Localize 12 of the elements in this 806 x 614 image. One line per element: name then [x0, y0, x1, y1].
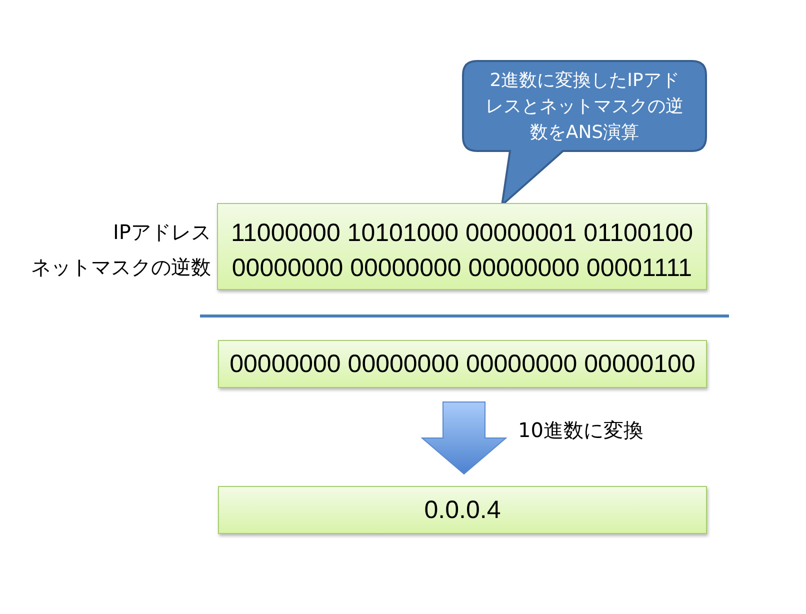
binary-number: 11000000 10101000 00000001 01100100: [230, 218, 694, 249]
binary-number: 00000000 00000000 00000000 00001111: [232, 253, 692, 284]
value-box: [218, 486, 707, 534]
block-arrow: [420, 402, 508, 475]
row-label: IPアドレス: [113, 219, 211, 246]
decimal-address: 0.0.0.4: [424, 494, 501, 526]
callout-text: 2進数に変換したIPアドレスとネットマスクの逆数をANS演算: [484, 69, 684, 145]
value-box: [218, 340, 707, 388]
row-label: ネットマスクの逆数: [31, 254, 211, 281]
speech-bubble: [462, 60, 707, 206]
binary-number: 00000000 00000000 00000000 00000100: [230, 348, 696, 380]
value-box: [217, 203, 707, 290]
